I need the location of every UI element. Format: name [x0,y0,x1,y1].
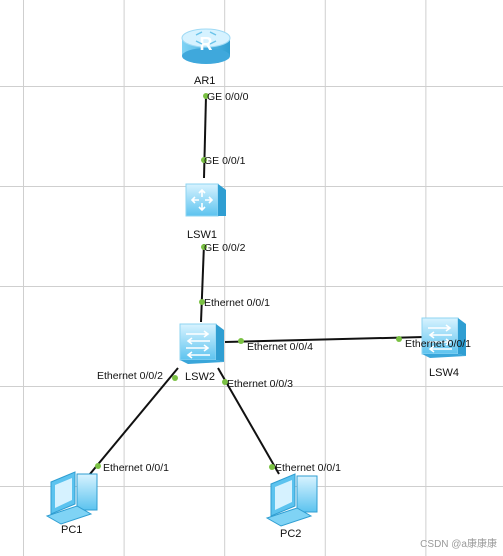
port-dot-lsw2-eth004 [238,338,244,344]
link-lsw2-pc1[interactable] [89,367,179,475]
port-dot-lsw4-eth001 [396,336,402,342]
router-icon[interactable]: R [181,28,231,64]
layer3-switch-icon[interactable] [185,183,226,217]
link-lsw1-lsw2[interactable] [200,243,205,323]
port-dot-pc2-eth001 [269,464,275,470]
switch-icon[interactable] [421,317,466,358]
port-dot-lsw1-ge002 [201,244,207,250]
port-label-lsw4-eth001: Ethernet 0/0/1 [405,338,471,350]
device-label-ar1: AR1 [194,75,215,87]
port-label-lsw2-eth001: Ethernet 0/0/1 [204,297,270,309]
port-dot-lsw2-eth003 [222,379,228,385]
port-label-lsw1-ge001: GE 0/0/1 [204,155,246,167]
svg-text:R: R [200,34,213,54]
device-label-lsw4: LSW4 [429,367,459,379]
device-label-lsw1: LSW1 [187,229,217,241]
port-label-lsw2-eth003: Ethernet 0/0/3 [227,378,293,390]
port-label-lsw2-eth002: Ethernet 0/0/2 [97,370,163,382]
port-dot-lsw2-eth002 [172,375,178,381]
link-lsw2-lsw4[interactable] [224,336,425,343]
port-label-pc2-eth001: Ethernet 0/0/1 [275,462,341,474]
port-dots [95,93,402,470]
device-label-lsw2: LSW2 [185,371,215,383]
port-dot-ar1-ge000 [203,93,209,99]
port-label-pc1-eth001: Ethernet 0/0/1 [103,462,169,474]
pc-icon[interactable] [45,471,98,525]
port-label-lsw2-eth004: Ethernet 0/0/4 [247,341,313,353]
port-dot-lsw2-eth001 [199,299,205,305]
port-label-lsw1-ge002: GE 0/0/2 [204,242,246,254]
device-label-pc2: PC2 [280,528,301,540]
pc-icon[interactable] [265,473,318,527]
link-ar1-lsw1[interactable] [203,95,207,179]
port-dot-pc1-eth001 [95,463,101,469]
device-label-pc1: PC1 [61,524,82,536]
port-label-ar1-ge000: GE 0/0/0 [207,91,249,103]
switch-icon[interactable] [179,323,224,364]
port-dot-lsw1-ge001 [201,157,207,163]
watermark: CSDN @a康康康 [420,539,497,550]
link-lsw2-pc2[interactable] [217,367,280,475]
